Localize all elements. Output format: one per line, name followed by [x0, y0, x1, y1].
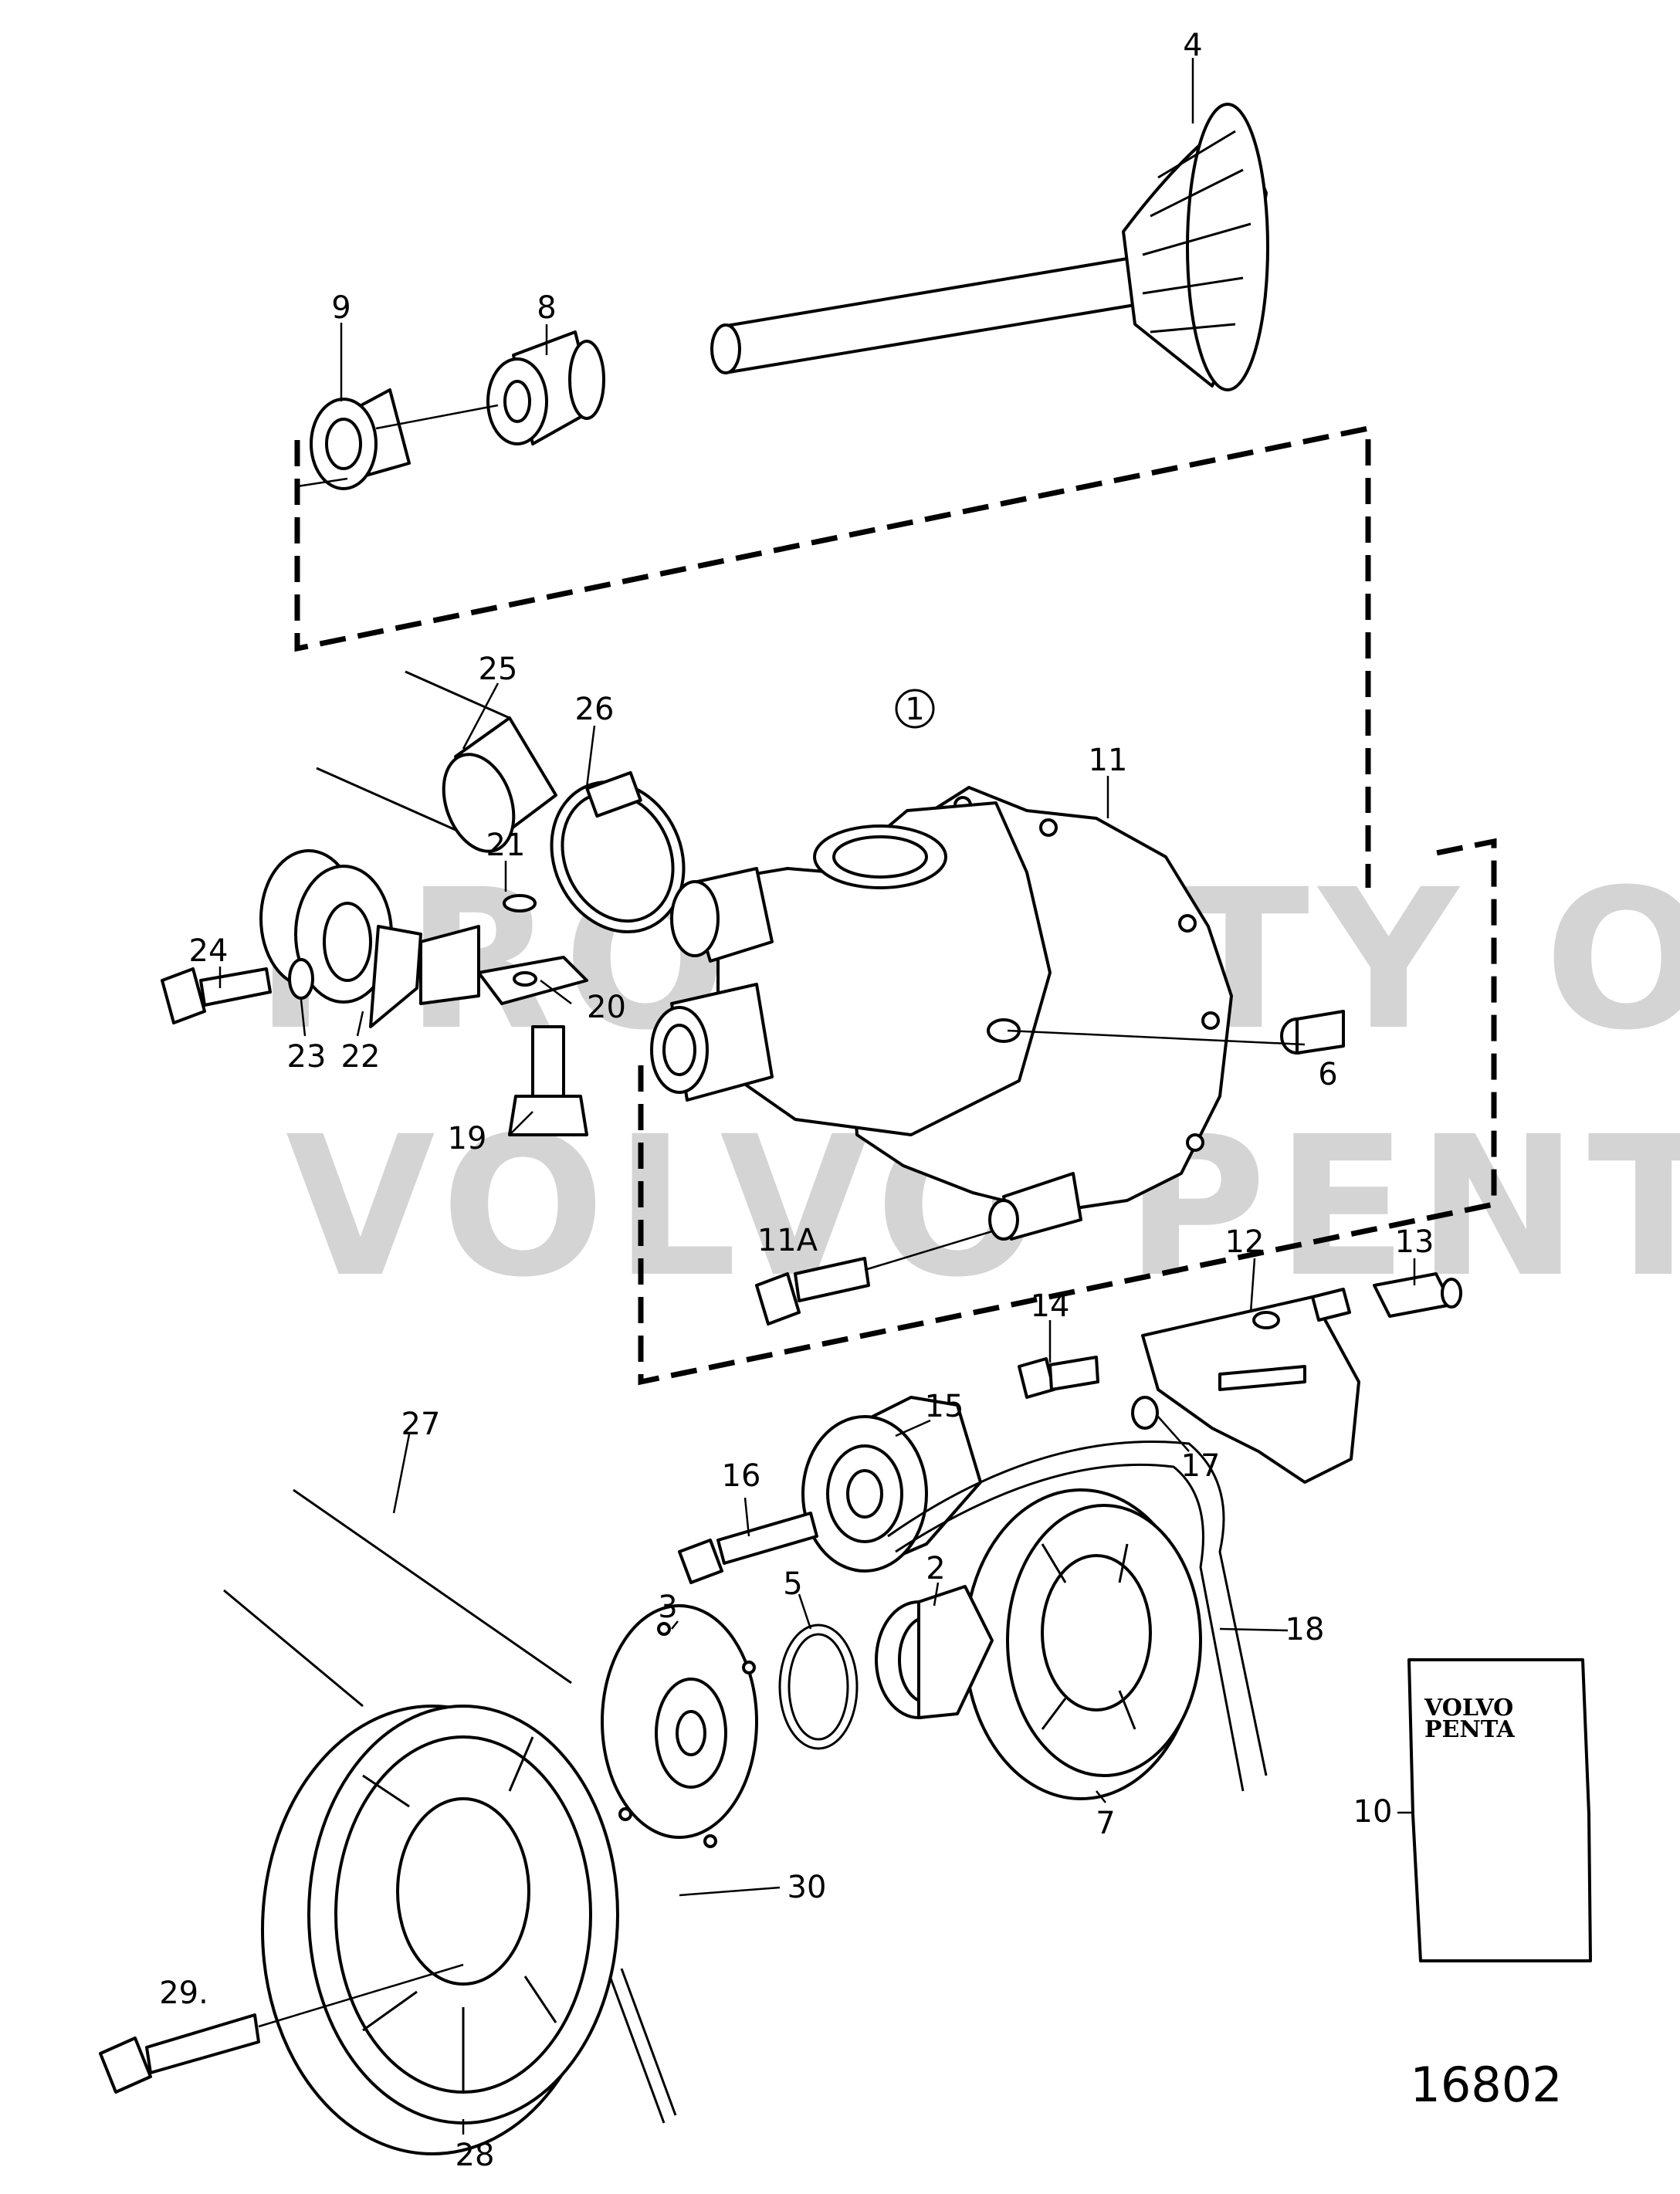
- callout-26: 26: [575, 692, 615, 727]
- crankshaft-pulley: [261, 1705, 619, 2155]
- bolt-29: [99, 1963, 464, 2094]
- callout-25: 25: [479, 652, 518, 687]
- callout-13: 13: [1395, 1224, 1434, 1260]
- callout-10: 10: [1353, 1794, 1393, 1830]
- shaft-seal: [486, 330, 605, 445]
- gasket-kit: VOLVO PENTA: [1407, 1658, 1592, 1962]
- assembly-marker: 1: [895, 689, 935, 729]
- shaft-assembly-bracket: [294, 425, 1371, 888]
- housing-assembly-bracket: [638, 838, 1497, 1386]
- figure-number: 16802: [1410, 2057, 1562, 2113]
- bearing-2: [875, 1585, 994, 1719]
- callout-labels: 4 8 9 25 26 11 21 20 24 23 22 19 6 11A 1…: [159, 28, 1434, 2173]
- callout-5: 5: [783, 1566, 802, 1602]
- hose-clamp: [550, 770, 686, 934]
- callout-12: 12: [1225, 1224, 1265, 1260]
- callout-7: 7: [1096, 1806, 1115, 1841]
- callout-20: 20: [587, 990, 626, 1025]
- callout-16: 16: [722, 1458, 761, 1494]
- callout-4: 4: [1183, 28, 1202, 63]
- callout-27: 27: [401, 1407, 441, 1442]
- impeller-shaft: [710, 103, 1269, 391]
- drive-belt-27: [223, 1488, 572, 1708]
- tensioner-bracket-assembly: [259, 849, 588, 1028]
- tensioner-plate: [1141, 1288, 1360, 1484]
- toothed-belt: [608, 1968, 677, 2124]
- drive-belt-18: [887, 1441, 1268, 1792]
- kit-label-penta: PENTA: [1424, 1716, 1516, 1743]
- callout-6: 6: [1318, 1057, 1337, 1092]
- callout-23: 23: [287, 1039, 327, 1075]
- hose: [316, 670, 557, 853]
- kit-label-volvo: VOLVO: [1424, 1695, 1513, 1722]
- bolt-19: [508, 1025, 588, 1136]
- callout-22: 22: [341, 1039, 381, 1075]
- callout-29: 29.: [159, 1976, 208, 2011]
- pump-housing: [650, 786, 1233, 1241]
- callout-24: 24: [189, 933, 229, 969]
- callout-leaders: [218, 58, 1416, 2135]
- callout-9: 9: [331, 290, 351, 326]
- callout-28: 28: [456, 2138, 495, 2173]
- bolt-14: [1018, 1356, 1099, 1399]
- callout-15: 15: [925, 1389, 964, 1424]
- callout-14: 14: [1031, 1288, 1070, 1324]
- bolt-24: [161, 967, 272, 1024]
- callout-19: 19: [448, 1121, 487, 1156]
- callout-18: 18: [1285, 1612, 1325, 1647]
- callout-17: 17: [1181, 1448, 1221, 1484]
- bolt-16: [678, 1512, 818, 1584]
- washer-17: [1131, 1396, 1159, 1430]
- callout-11a: 11A: [757, 1223, 818, 1258]
- callout-11: 11: [1089, 743, 1128, 778]
- callout-30: 30: [788, 1870, 827, 1905]
- bolt-11a: [755, 1230, 993, 1326]
- callout-3: 3: [658, 1590, 677, 1625]
- circlip: [778, 1623, 859, 1750]
- pump-pulley: [964, 1488, 1202, 1800]
- hub: [601, 1604, 758, 1848]
- tensioner-link: [1373, 1272, 1462, 1318]
- tensioner-pulley: [801, 1396, 982, 1573]
- assembly-marker-label: 1: [905, 692, 924, 727]
- callout-8: 8: [537, 290, 556, 326]
- washer-23: [288, 958, 314, 1000]
- callout-21: 21: [486, 828, 526, 863]
- callout-2: 2: [926, 1551, 945, 1586]
- ball-bearing: [296, 388, 499, 490]
